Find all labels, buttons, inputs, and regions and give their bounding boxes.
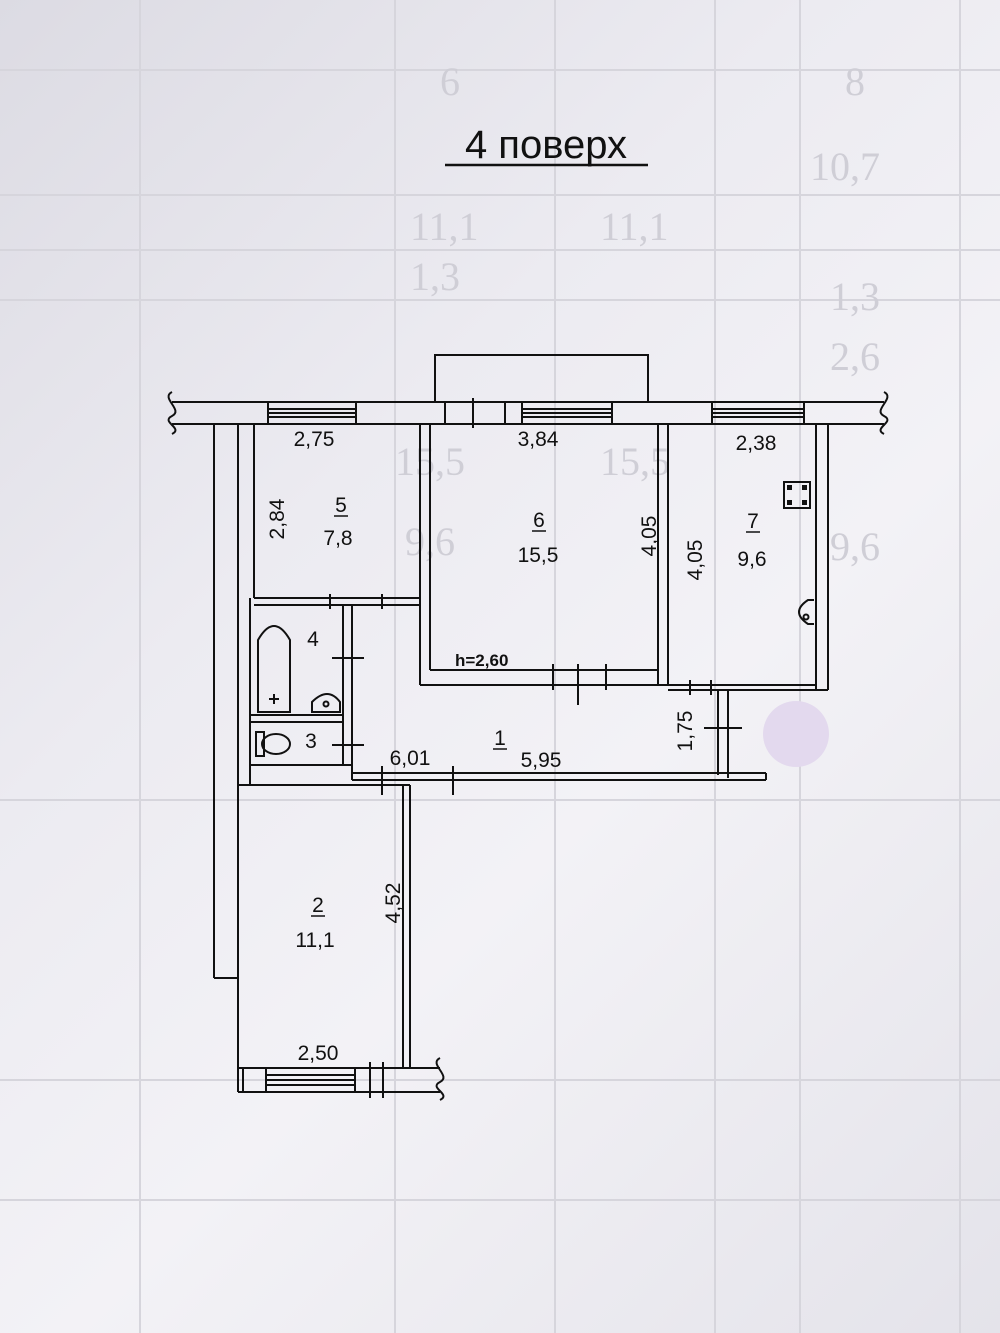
room-number: 4 bbox=[307, 628, 319, 651]
stove-icon bbox=[783, 481, 811, 509]
dimension-labels: 2,75 3,84 2,38 6,01 2,50 2,84 4,05 4,05 … bbox=[266, 428, 776, 1065]
wall-break-symbol bbox=[879, 391, 889, 435]
floor-title: 4 поверх bbox=[465, 123, 627, 167]
marker-circle bbox=[763, 701, 829, 767]
ghost-text: 9,6 bbox=[830, 524, 880, 569]
ghost-text: 11,1 bbox=[410, 204, 479, 249]
room-number: 5 bbox=[335, 494, 347, 517]
dimension-label: 2,84 bbox=[266, 498, 289, 539]
toilet-icon bbox=[255, 731, 291, 757]
dimension-label: 2,50 bbox=[298, 1042, 339, 1065]
dimension-label: 6,01 bbox=[390, 747, 431, 770]
dimension-label: 4,05 bbox=[684, 540, 707, 581]
dimension-label: 3,84 bbox=[518, 428, 559, 451]
dimension-label: 1,75 bbox=[674, 711, 697, 752]
ghost-text: 15,5 bbox=[600, 439, 670, 484]
sink-drain bbox=[322, 700, 330, 708]
floor-plan bbox=[167, 354, 889, 1101]
wall-break-symbol bbox=[167, 391, 177, 435]
window-room2 bbox=[242, 1068, 356, 1092]
window-room5 bbox=[267, 402, 357, 424]
room-number: 2 bbox=[312, 894, 324, 917]
bathtub-icon bbox=[257, 625, 291, 713]
window-room6 bbox=[521, 402, 613, 424]
room-labels: 5 7,8 6 15,5 7 9,6 4 3 1 5,95 2 11,1 h=2… bbox=[295, 494, 766, 952]
room-number: 7 bbox=[747, 510, 759, 533]
room-number: 6 bbox=[533, 509, 545, 532]
balcony-outline bbox=[434, 354, 649, 402]
ghost-text: 6 bbox=[440, 59, 460, 104]
kitchen-sink-icon bbox=[798, 599, 814, 625]
ghost-text: 1,3 bbox=[830, 274, 880, 319]
dimension-label: 2,75 bbox=[294, 428, 335, 451]
room-area: 15,5 bbox=[518, 544, 559, 567]
sink-icon bbox=[311, 693, 341, 713]
ghost-text: 2,6 bbox=[830, 334, 880, 379]
wall-break-symbol bbox=[435, 1057, 445, 1101]
ghost-text: 10,7 bbox=[810, 144, 880, 189]
room-area: 9,6 bbox=[737, 548, 766, 571]
dimension-label: 4,05 bbox=[638, 516, 661, 557]
ghost-text: 8 bbox=[845, 59, 865, 104]
room-number: 1 bbox=[494, 727, 506, 750]
ghost-text: 1,3 bbox=[410, 254, 460, 299]
dimension-label: 4,52 bbox=[382, 883, 405, 924]
room-area: 7,8 bbox=[323, 527, 352, 550]
ceiling-height-label: h=2,60 bbox=[455, 651, 508, 670]
window-room7 bbox=[711, 402, 805, 424]
room-area: 11,1 bbox=[295, 929, 334, 952]
dimension-label: 2,38 bbox=[736, 432, 777, 455]
ghost-text: 11,1 bbox=[600, 204, 669, 249]
room-area: 5,95 bbox=[521, 749, 562, 772]
room-number: 3 bbox=[305, 730, 317, 753]
